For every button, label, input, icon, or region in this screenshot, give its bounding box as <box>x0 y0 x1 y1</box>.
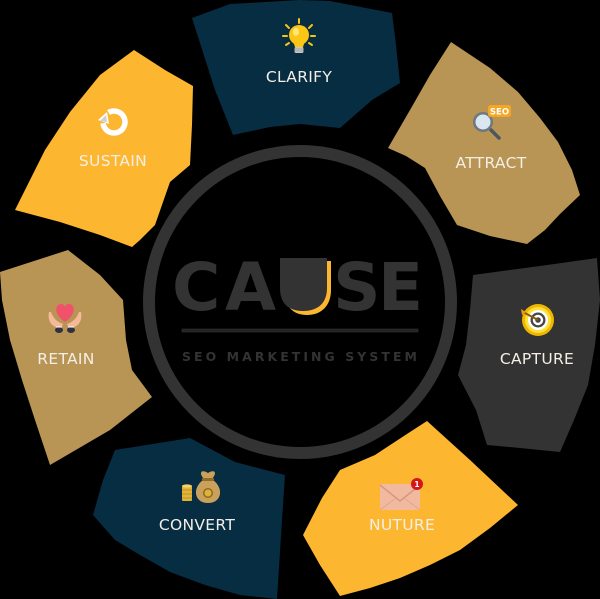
lightbulb-icon <box>282 18 316 53</box>
segment-clarify-shape <box>192 0 400 135</box>
cause-logo: C A S E SEO MARKETING SYSTEM <box>172 249 423 364</box>
segment-retain-shape <box>0 250 152 465</box>
segment-retain-label: RETAIN <box>37 350 94 368</box>
heart-in-hands-icon <box>48 304 82 333</box>
segment-convert-shape <box>93 438 285 599</box>
segment-sustain-label: SUSTAIN <box>79 152 147 170</box>
segment-convert-label: CONVERT <box>159 516 235 534</box>
logo-letter-e: E <box>378 249 423 326</box>
segment-attract: SEO ATTRACT <box>388 42 580 244</box>
segment-nuture: 1 NUTURE <box>303 421 518 596</box>
logo-letter-c: C <box>172 249 220 326</box>
segment-capture: CAPTURE <box>458 258 600 452</box>
money-bag-icon <box>182 471 221 503</box>
logo-letter-s: S <box>333 249 381 326</box>
notification-count-badge: 1 <box>414 480 419 489</box>
segment-capture-label: CAPTURE <box>500 350 574 368</box>
segment-convert: CONVERT <box>93 438 285 599</box>
seo-magnifier-icon: SEO <box>473 105 511 140</box>
logo-letter-a: A <box>225 249 276 326</box>
segment-clarify-label: CLARIFY <box>266 68 332 86</box>
segment-sustain-shape <box>15 50 193 247</box>
segment-retain: RETAIN <box>0 250 152 465</box>
segment-attract-label: ATTRACT <box>456 154 527 172</box>
segment-attract-shape <box>388 42 580 244</box>
segment-sustain: SUSTAIN <box>15 50 193 247</box>
segment-nuture-label: NUTURE <box>369 516 435 534</box>
envelope-notification-icon: 1 <box>379 478 423 511</box>
target-icon <box>521 304 554 336</box>
logo-subtitle: SEO MARKETING SYSTEM <box>182 349 420 364</box>
logo-divider <box>181 328 419 333</box>
segment-clarify: CLARIFY <box>192 0 400 135</box>
seo-badge-text: SEO <box>490 108 509 118</box>
logo-letter-u-shield <box>280 258 331 315</box>
segment-capture-shape <box>458 258 600 452</box>
